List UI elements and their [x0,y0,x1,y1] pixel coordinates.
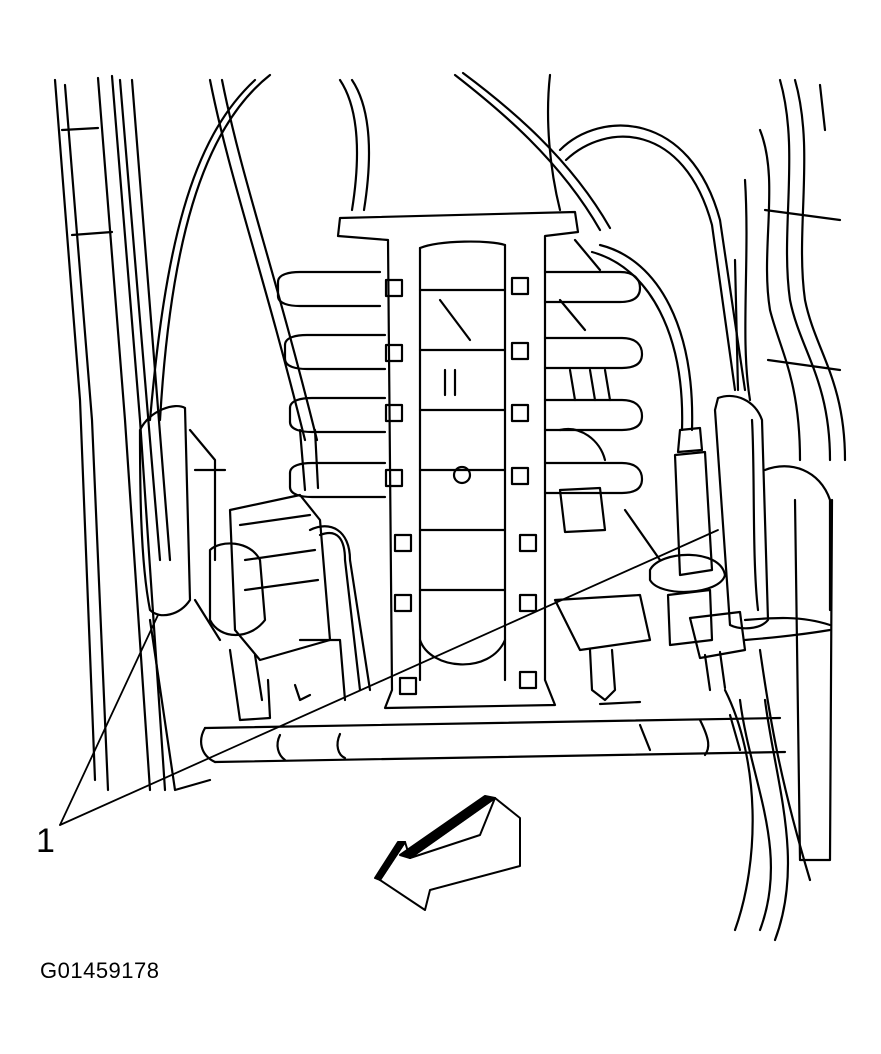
left-engine-component [208,493,372,722]
manifold-bolt-tabs [384,276,538,696]
figure-id: G01459178 [40,958,160,983]
fuel-rail-runners [276,238,644,499]
lower-engine-components [553,427,662,702]
left-frame-rail [53,74,212,792]
lower-crossmember [200,700,787,764]
intake-manifold [336,210,580,710]
left-valve-cover [138,404,227,642]
front-direction-arrow-icon [374,795,521,911]
callout-number: 1 [36,822,55,860]
right-sensor-connector [648,426,832,692]
callout-leader-lines [59,529,719,826]
wire-harness-top [148,71,747,442]
right-hose-bundle [723,78,847,942]
right-valve-cover [713,394,770,630]
